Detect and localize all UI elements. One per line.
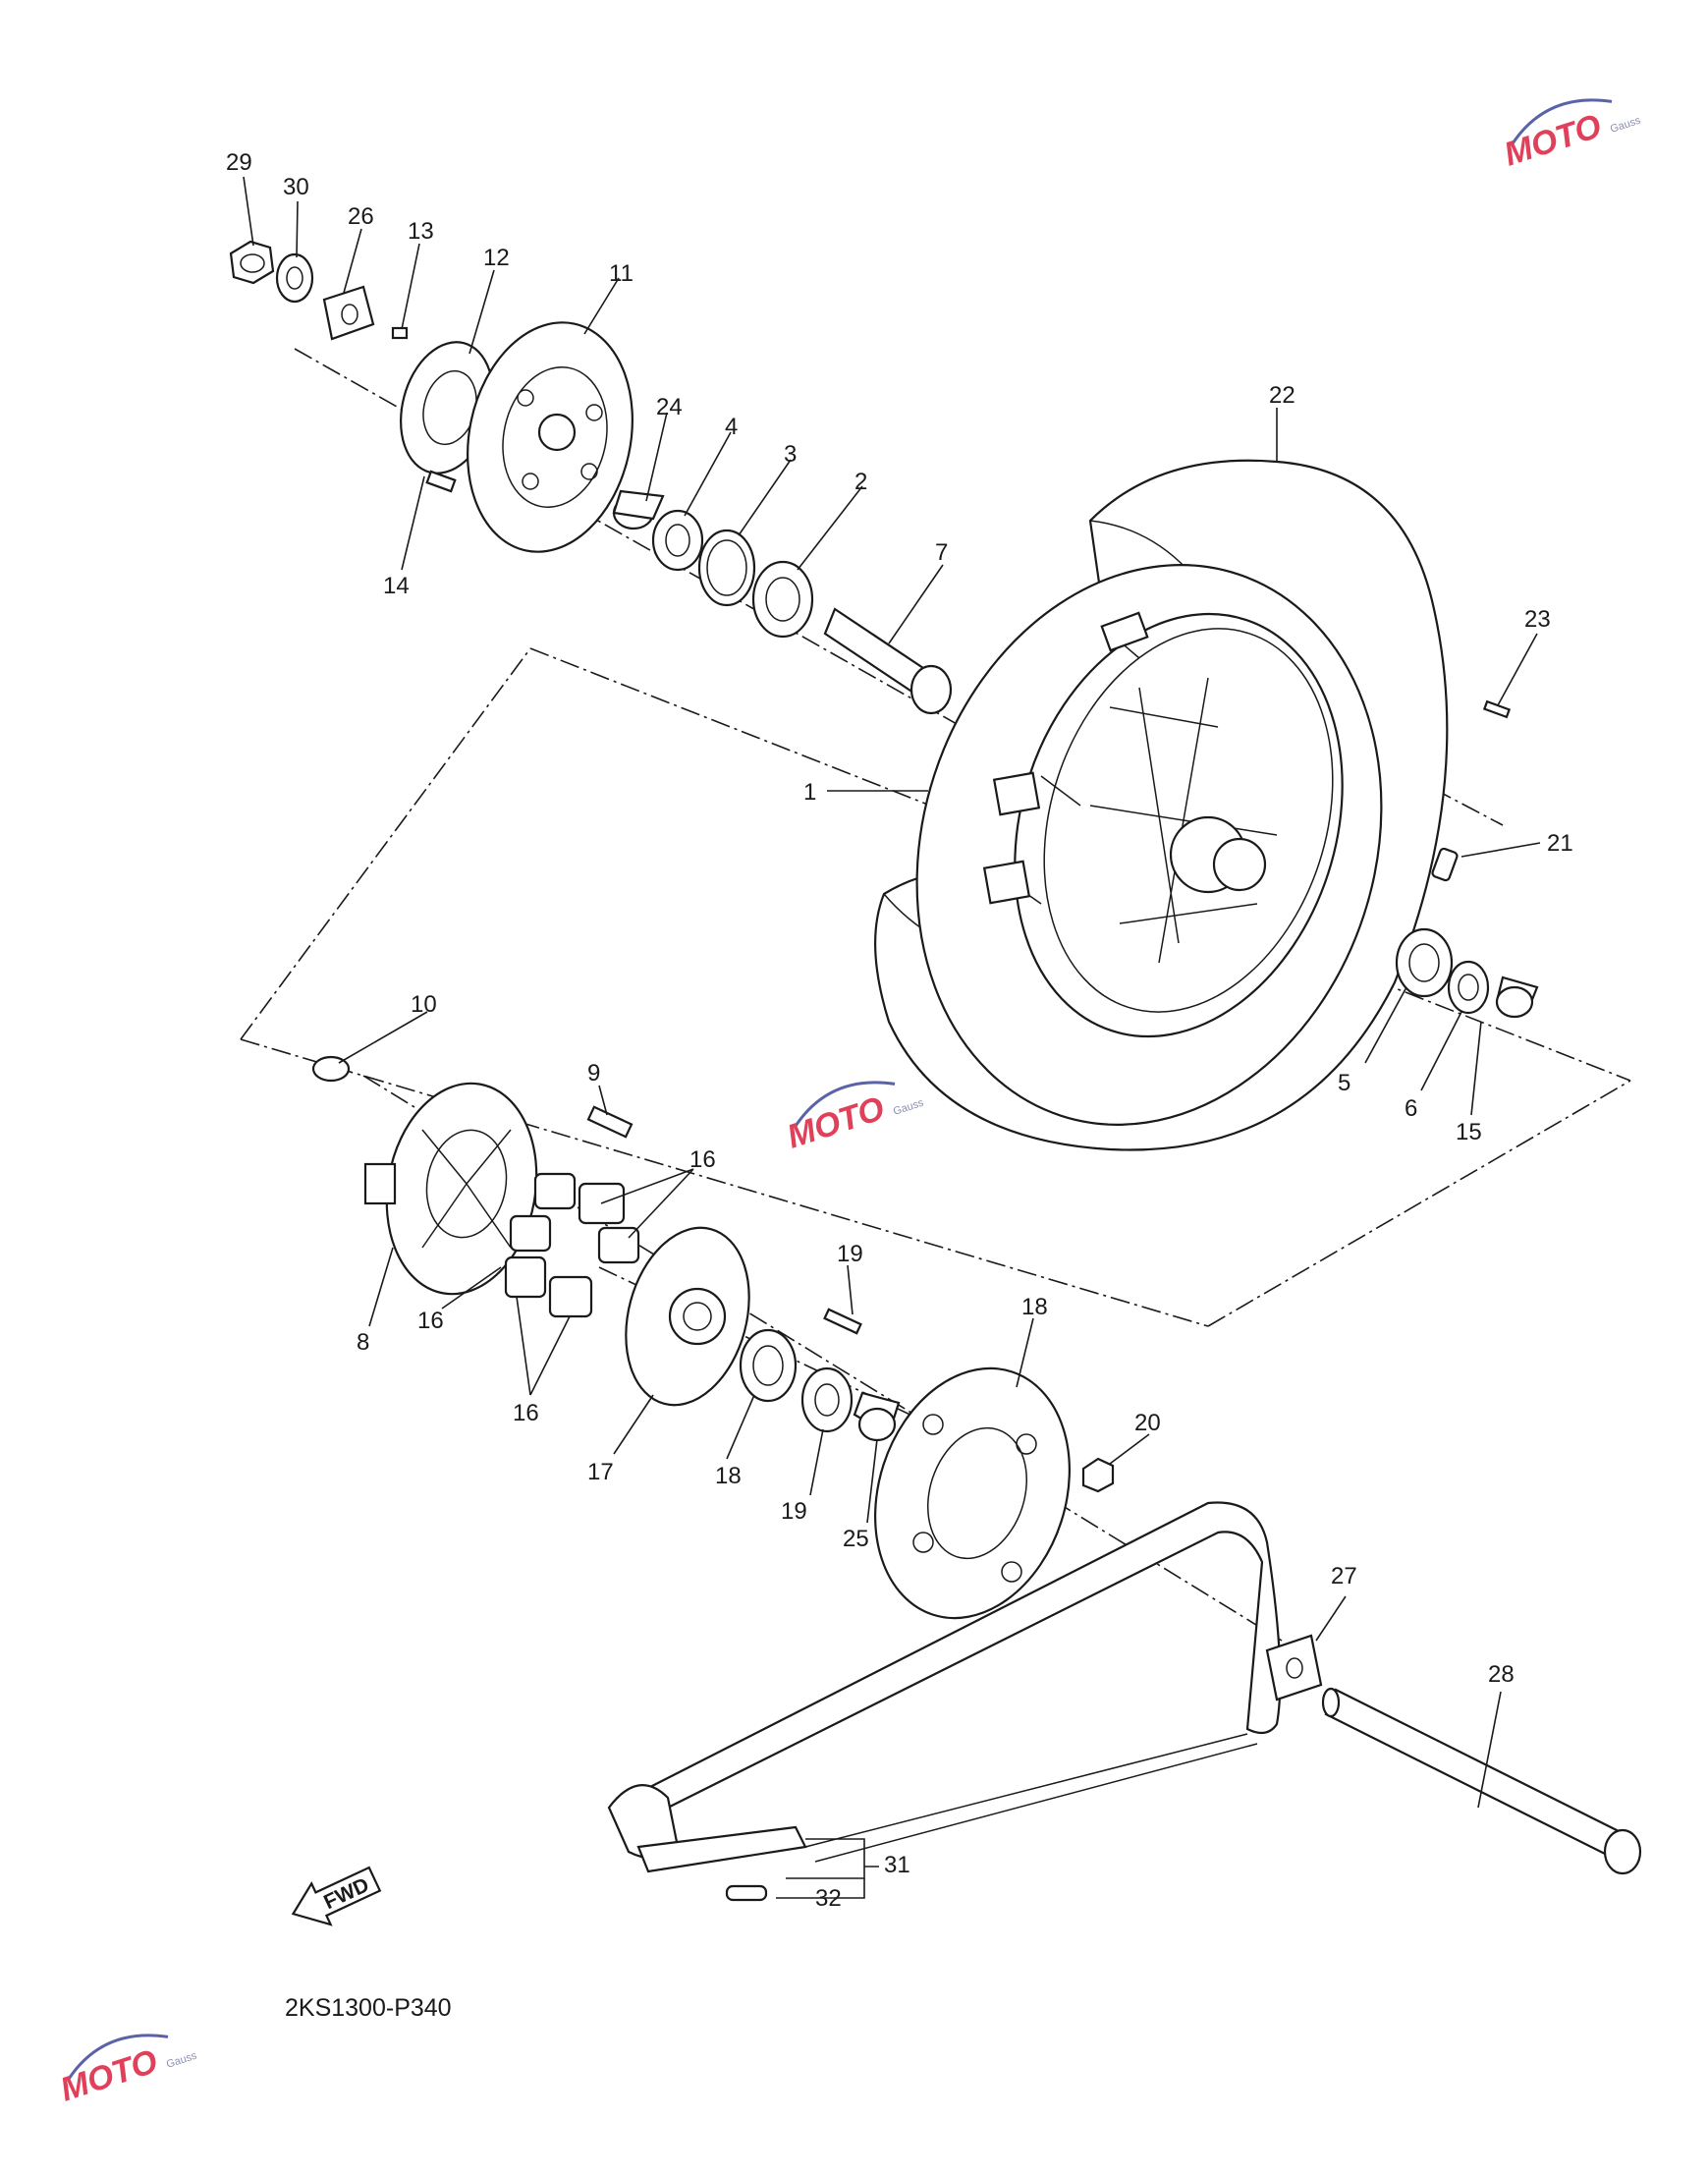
- fwd-arrow-icon: FWD: [291, 1866, 382, 1926]
- label-8: 8: [357, 1329, 369, 1356]
- svg-text:MOTO: MOTO: [783, 1089, 889, 1155]
- part-labels: 29 30 26 13 12 11 24 4 3 2 7 22 23 21 1 …: [226, 149, 1573, 1912]
- bolt-14: [425, 470, 457, 493]
- bearing-5: [1395, 927, 1454, 998]
- nut-22: [1081, 1457, 1115, 1493]
- clutch-hub-8: [363, 1082, 538, 1296]
- weight-25: [1482, 699, 1512, 719]
- axle-30: [1321, 1687, 1642, 1875]
- label-21: 19: [837, 1241, 863, 1267]
- collar-26: [612, 489, 665, 530]
- diagram-code: 2KS1300-P340: [285, 1994, 452, 2022]
- label-28: 26: [348, 203, 374, 230]
- label-16-c: 16: [513, 1400, 539, 1426]
- circlip-3: [697, 529, 756, 607]
- label-29: 27: [1331, 1563, 1357, 1589]
- leader-lines: [243, 176, 1541, 1899]
- label-20: 18: [1021, 1294, 1048, 1320]
- brake-disc-11: [467, 321, 634, 553]
- nut-31: [229, 240, 275, 285]
- oil-seal-19: [800, 1366, 854, 1433]
- watermark-logo-center: MOTO Gauss: [783, 1081, 925, 1156]
- label-14: 14: [383, 573, 410, 599]
- spacer-7: [823, 607, 953, 715]
- label-33: 31: [884, 1852, 910, 1878]
- label-17: 17: [587, 1459, 614, 1485]
- label-1: 1: [803, 779, 816, 806]
- label-18-text: 18: [715, 1463, 742, 1489]
- clutch-hub-17: [625, 1226, 750, 1407]
- collar-27: [853, 1391, 901, 1442]
- rear-wheel-rim: [915, 564, 1383, 1126]
- svg-text:Gauss: Gauss: [892, 1096, 925, 1117]
- label-26: 24: [656, 394, 683, 420]
- collar-15: [1495, 976, 1539, 1019]
- label-11: 11: [609, 260, 634, 287]
- screw-13: [391, 326, 409, 340]
- label-13: 13: [408, 218, 434, 245]
- label-3: 3: [784, 441, 797, 468]
- svg-text:Gauss: Gauss: [165, 2049, 198, 2070]
- label-6: 6: [1405, 1095, 1417, 1122]
- svg-text:MOTO: MOTO: [56, 2042, 162, 2108]
- label-9: 9: [587, 1060, 600, 1087]
- bolt-9: [586, 1105, 634, 1139]
- label-15: 15: [1456, 1119, 1482, 1145]
- sprocket-20: [874, 1366, 1071, 1620]
- label-12: 12: [483, 245, 510, 271]
- label-4: 4: [725, 414, 738, 440]
- label-16-a: 16: [689, 1146, 716, 1173]
- label-5: 5: [1338, 1070, 1350, 1096]
- label-25: 23: [1524, 606, 1551, 633]
- label-23: 21: [1547, 830, 1573, 857]
- stud-21: [823, 1308, 862, 1335]
- label-30: 28: [1488, 1661, 1515, 1688]
- label-31: 29: [226, 149, 252, 176]
- label-2: 2: [854, 469, 867, 495]
- plate-28: [322, 285, 375, 341]
- label-34: 32: [815, 1885, 842, 1912]
- chain-puller-29: [1265, 1634, 1323, 1701]
- svg-text:MOTO: MOTO: [1500, 107, 1606, 173]
- label-24: 22: [1269, 382, 1295, 409]
- label-32: 30: [283, 174, 309, 200]
- label-19-text: 19: [781, 1498, 807, 1525]
- svg-text:Gauss: Gauss: [1609, 114, 1642, 135]
- valve-23: [1431, 847, 1459, 882]
- label-16-b: 16: [417, 1308, 444, 1334]
- bearing-2: [751, 560, 814, 639]
- label-27: 25: [843, 1526, 869, 1552]
- oil-seal-4: [651, 509, 704, 572]
- watermark-logo-top-right: MOTO Gauss: [1500, 98, 1642, 174]
- watermark-logo-bottom-left: MOTO Gauss: [56, 2034, 198, 2109]
- bearing-18: [739, 1328, 798, 1403]
- drive-chain-33: [607, 1501, 1282, 1873]
- chain-joint-34: [725, 1884, 768, 1902]
- label-7: 7: [935, 539, 948, 566]
- oil-seal-6: [1447, 960, 1490, 1015]
- label-22: 20: [1134, 1410, 1161, 1436]
- label-10: 10: [411, 991, 437, 1018]
- washer-32: [275, 252, 314, 304]
